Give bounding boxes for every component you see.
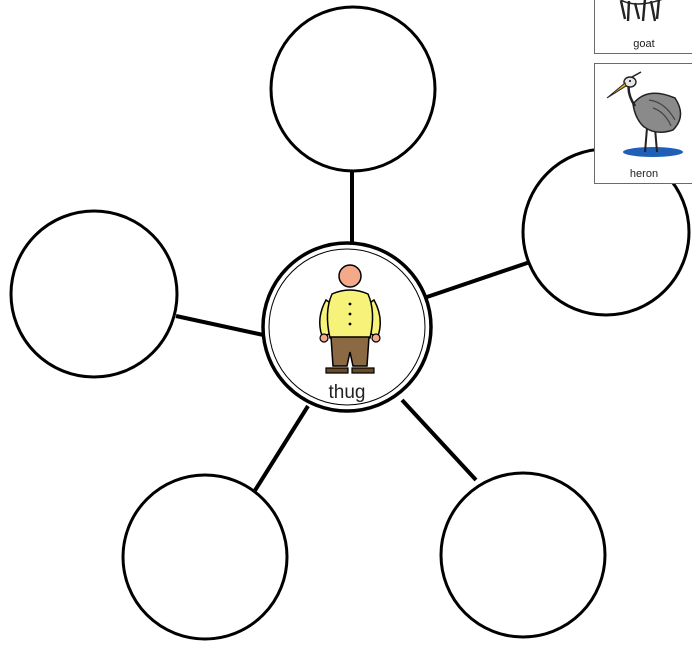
connector-bottom-left (252, 404, 310, 494)
card-label-heron: heron (629, 168, 659, 180)
goat-icon (619, 0, 663, 22)
thug-person-icon (319, 264, 381, 374)
spoke-circle-left[interactable] (9, 209, 179, 379)
card-label-goat: goat (633, 38, 655, 50)
connector-left (175, 314, 269, 338)
spoke-circle-bottom-left[interactable] (121, 473, 289, 641)
spoke-circle-top[interactable] (269, 5, 437, 173)
word-card-goat[interactable]: goat (594, 0, 692, 54)
center-label: thug (329, 382, 366, 403)
connector-right (423, 260, 531, 300)
connector-bottom-right (400, 398, 478, 482)
center-node: thug (261, 241, 433, 413)
spoke-circle-bottom-right[interactable] (439, 471, 607, 639)
heron-icon (606, 71, 683, 157)
word-card-heron[interactable]: heron (594, 63, 692, 184)
